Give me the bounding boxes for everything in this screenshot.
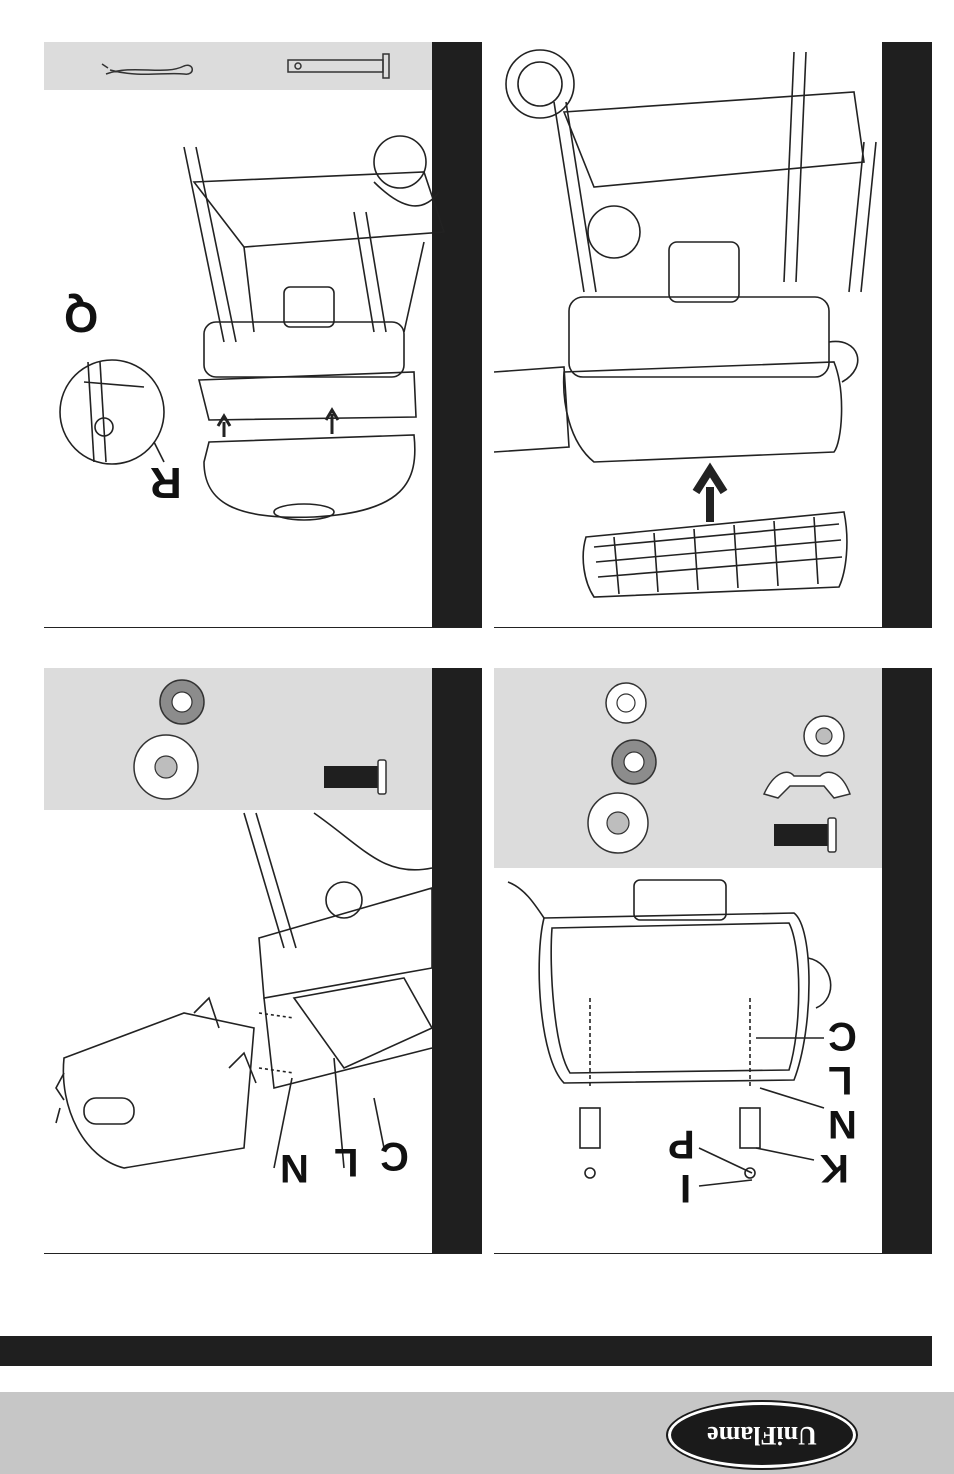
callout-k: K bbox=[820, 1148, 849, 1188]
wing-nut-icon bbox=[764, 772, 850, 798]
assembly-panel-4: C L N K P I bbox=[494, 668, 932, 1254]
side-shelf-illustration bbox=[44, 668, 482, 1254]
callout-l: L bbox=[334, 1142, 358, 1182]
flat-washer-icon bbox=[134, 735, 198, 799]
assembly-panel-2 bbox=[494, 42, 932, 628]
assembly-panel-1: Q R bbox=[44, 42, 482, 628]
lock-washer-icon bbox=[612, 740, 656, 784]
cooking-grid-illustration bbox=[494, 42, 932, 628]
bolt-icon bbox=[324, 760, 386, 794]
callout-r: R bbox=[150, 460, 182, 504]
leg-bracket-illustration bbox=[494, 668, 932, 1254]
clevis-pin-icon bbox=[288, 54, 389, 78]
bolt-icon bbox=[774, 818, 836, 852]
drip-tray-illustration bbox=[44, 42, 482, 628]
uniflame-logo: UniFlame bbox=[668, 1402, 856, 1468]
hitch-pin-clip-icon bbox=[102, 64, 192, 74]
callout-q: Q bbox=[64, 294, 98, 338]
callout-c: C bbox=[828, 1016, 857, 1056]
small-flat-washer-icon bbox=[804, 716, 844, 756]
logo-text: UniFlame bbox=[671, 1405, 853, 1465]
lock-washer-icon bbox=[160, 680, 204, 724]
split-washer-icon bbox=[606, 683, 646, 723]
callout-n: N bbox=[828, 1104, 857, 1144]
callout-c: C bbox=[380, 1136, 409, 1176]
footer-black-band bbox=[0, 1336, 932, 1366]
callout-l: L bbox=[828, 1060, 852, 1100]
assembly-panel-3: N L C bbox=[44, 668, 482, 1254]
flat-washer-icon bbox=[588, 793, 648, 853]
callout-n: N bbox=[280, 1148, 309, 1188]
callout-p: P bbox=[668, 1124, 695, 1164]
callout-i: I bbox=[680, 1168, 691, 1208]
